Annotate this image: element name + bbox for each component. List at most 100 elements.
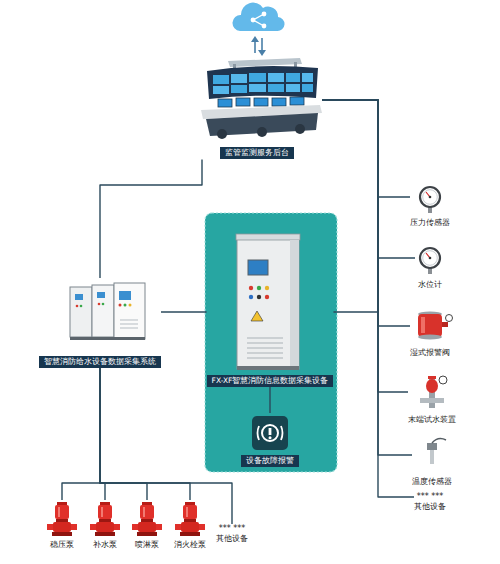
node-label: 水位计 (418, 280, 442, 290)
node-label: 压力传感器 (410, 218, 450, 228)
node-label: 补水泵 (93, 540, 117, 550)
water-supply-cabinets (119, 291, 131, 300)
temperature-sensor (432, 439, 446, 443)
water-supply-cabinets (98, 303, 101, 306)
monitoring-console (236, 98, 250, 106)
pump-node: 消火栓泵 (174, 500, 206, 550)
collector-cabinet (247, 342, 283, 343)
node-label: 稳压泵 (50, 540, 74, 550)
node-label: *** *** (219, 524, 246, 534)
monitoring-console (228, 58, 302, 67)
monitoring-console (286, 73, 300, 82)
alarm-icon (252, 416, 288, 450)
sync-arrows (261, 38, 263, 52)
node-label: 温度传感器 (412, 477, 452, 487)
pump-icon (132, 502, 162, 536)
collector-cabinet (265, 286, 269, 290)
cloud-icon (232, 3, 284, 31)
collector-cabinet (251, 311, 263, 321)
pump-node: 稳压泵 (50, 500, 74, 550)
other-device: *** ***其他设备 (216, 524, 248, 545)
collector-cabinet (236, 234, 300, 370)
node-label: 消火栓泵 (174, 540, 206, 550)
node-label: 湿式报警阀 (410, 348, 450, 358)
cloud-icon (251, 18, 256, 23)
sync-arrows (251, 36, 266, 56)
water-supply-cabinets (120, 328, 138, 329)
node-label: 其他设备 (414, 502, 446, 512)
connector-line (100, 368, 232, 524)
water-data-system: 智慧消防给水设备数据采集系统 (39, 278, 161, 368)
monitoring-console (268, 84, 284, 92)
cloud-icon (262, 12, 267, 17)
connector-line (269, 387, 270, 413)
monitoring-console (302, 73, 313, 82)
temperature-sensor (427, 443, 437, 450)
label-tag: 智慧消防给水设备数据采集系统 (39, 356, 161, 368)
pump-node: 喷淋泵 (135, 500, 159, 550)
monitoring-console (302, 84, 313, 92)
cloud-icon (262, 24, 267, 29)
sensor-node: 温度传感器 (412, 440, 452, 487)
temperature-sensor (427, 439, 446, 464)
alarm-valve (446, 315, 453, 322)
water-supply-cabinets (75, 294, 83, 300)
device-region (205, 213, 337, 472)
monitoring-console (231, 74, 247, 83)
water-supply-cabinets (124, 304, 127, 307)
monitoring-console (268, 73, 284, 82)
alarm-valve (418, 312, 453, 340)
water-supply-cabinets (102, 303, 105, 306)
monitoring-console (249, 84, 266, 92)
pump-icon (175, 502, 205, 536)
collector-cabinet (247, 337, 283, 338)
connector-line (161, 311, 207, 312)
water-supply-cabinets (70, 337, 145, 340)
node-label: 其他设备 (216, 534, 248, 544)
monitoring-console (295, 124, 305, 134)
monitoring-console (272, 98, 286, 106)
connector-line (100, 368, 105, 500)
collector-cabinet (249, 286, 253, 290)
connector-line (322, 100, 414, 497)
sensor-node: 湿式报警阀 (410, 308, 450, 358)
alarm-valve (421, 317, 425, 333)
connector-line (322, 100, 378, 312)
fault-alarm: 设备故障报警 (241, 413, 299, 467)
water-supply-cabinets (129, 304, 132, 307)
connector-line (322, 100, 410, 197)
monitoring-console (290, 97, 304, 105)
connector-line (100, 368, 190, 500)
monitoring-console (249, 73, 266, 82)
monitoring-console (218, 99, 232, 107)
level-gauge (420, 248, 440, 274)
collector-cabinet (247, 357, 283, 358)
monitoring-console (286, 84, 300, 92)
sync-arrows (251, 36, 259, 42)
collector-cabinet (290, 240, 299, 369)
label-tag: 监管监测服务后台 (220, 147, 294, 159)
water-supply-cabinets (120, 320, 138, 321)
other-device: *** ***其他设备 (414, 492, 446, 513)
node-label: 末端试水装置 (408, 415, 456, 425)
alarm-icon (269, 436, 272, 439)
monitoring-console (254, 98, 268, 106)
temperature-sensor (430, 450, 434, 464)
monitoring-console (207, 66, 318, 99)
pump-icon (132, 502, 162, 536)
monitoring-console (213, 75, 229, 84)
pressure-gauge (420, 187, 440, 213)
alarm-valve (418, 314, 442, 337)
connector-line (100, 368, 147, 500)
pressure-gauge (420, 187, 440, 213)
label-tag: 设备故障报警 (241, 455, 299, 467)
water-supply-cabinets (114, 283, 145, 339)
water-supply-cabinets (97, 292, 105, 298)
test-water-device (426, 379, 438, 393)
test-water-device (420, 398, 444, 403)
collector-cabinet (257, 286, 261, 290)
collector-cabinet (247, 347, 283, 348)
connector-line (322, 100, 410, 326)
